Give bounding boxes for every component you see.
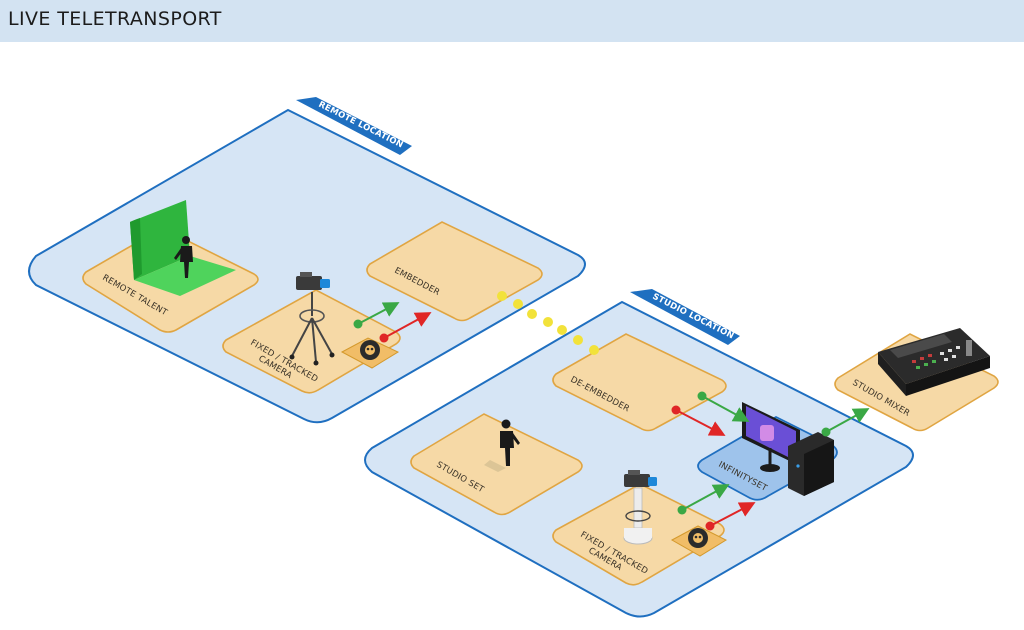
teletransport-link xyxy=(497,291,599,355)
tracking-link-node xyxy=(379,333,389,343)
video-link-mixer xyxy=(825,408,870,433)
person-silhouette-icon xyxy=(174,236,193,278)
tracking-link-node xyxy=(671,405,681,415)
tracking-link-node xyxy=(705,521,715,531)
video-link-studio-camera xyxy=(681,484,730,511)
tracking-link-remote xyxy=(383,312,432,339)
workstation-icon xyxy=(742,402,834,496)
broadcast-camera-icon xyxy=(623,470,657,545)
video-mixer-icon xyxy=(878,328,990,396)
page-title: LIVE TELETRANSPORT xyxy=(8,8,222,30)
header-bar: LIVE TELETRANSPORT xyxy=(0,0,1024,42)
tracking-gear-icon xyxy=(670,525,728,557)
remote-camera-tile: FIXED / TRACKED CAMERA xyxy=(222,289,401,394)
tracking-gear-icon xyxy=(340,337,400,369)
video-link-node xyxy=(677,505,687,515)
video-link-studio xyxy=(701,395,750,422)
tracking-link-studio-camera xyxy=(709,502,756,527)
studio-location-zone: STUDIO LOCATION xyxy=(364,289,914,618)
tracking-link-studio xyxy=(675,409,726,436)
video-link-node xyxy=(697,391,707,401)
video-link-remote xyxy=(357,302,400,325)
person-silhouette-icon xyxy=(484,419,520,472)
broadcast-camera-icon xyxy=(289,272,335,366)
video-link-node xyxy=(821,427,831,437)
video-link-node xyxy=(353,319,363,329)
